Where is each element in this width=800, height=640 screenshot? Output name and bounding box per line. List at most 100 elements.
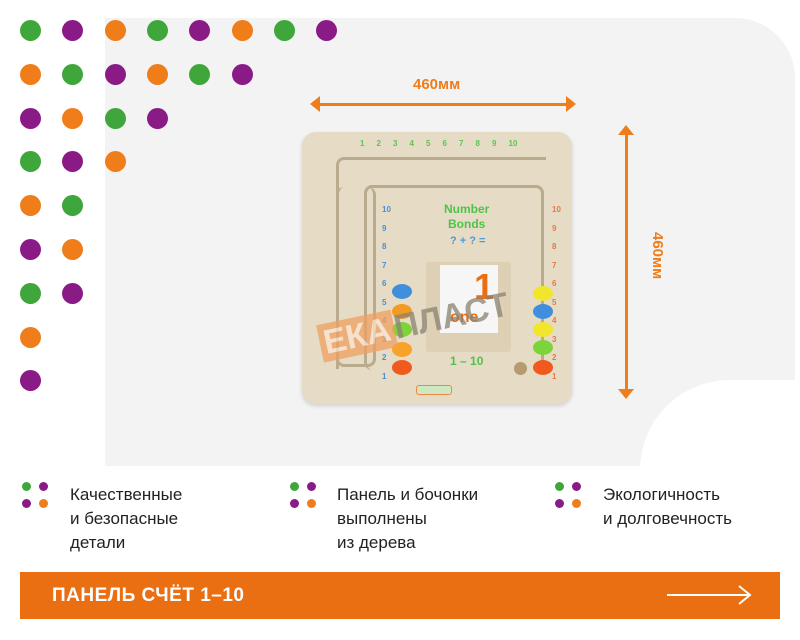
scale-number: 8	[552, 242, 557, 251]
scale-number: 6	[382, 279, 387, 288]
decorative-dot	[20, 195, 41, 217]
scale-number: 1	[552, 371, 557, 381]
feature-line: Качественные	[70, 485, 183, 504]
height-label: 460мм	[649, 232, 666, 280]
bead	[392, 322, 412, 337]
scale-number: 9	[492, 139, 497, 148]
cta-button[interactable]: ПАНЕЛЬ СЧЁТ 1–10	[20, 572, 780, 619]
decorative-dot	[20, 370, 41, 392]
decorative-dot	[62, 195, 84, 217]
scale-number: 3	[393, 139, 398, 148]
decorative-dot	[104, 63, 126, 85]
feature-line: и безопасные	[70, 509, 179, 528]
equation: ? + ? =	[450, 235, 486, 247]
card-word: one	[450, 309, 479, 326]
scale-number: 5	[382, 297, 387, 307]
feature-bullet-dot	[290, 499, 299, 508]
scale-number: 2	[552, 353, 557, 362]
width-arrow	[310, 96, 576, 112]
decorative-dot	[231, 20, 253, 41]
decorative-dot	[62, 282, 84, 304]
range-label: 1 – 10	[450, 354, 484, 368]
decorative-dot	[62, 151, 84, 173]
decorative-dot	[20, 326, 41, 348]
decorative-dot	[104, 151, 126, 173]
scale-number: 6	[552, 279, 557, 288]
feature-quality: Качественные и безопасные детали	[70, 483, 182, 555]
scale-number: 2	[382, 353, 387, 362]
decorative-dot	[189, 63, 211, 85]
decorative-dot	[231, 63, 253, 85]
decorative-dot	[104, 107, 126, 129]
scale-number: 7	[459, 139, 464, 148]
feature-line: Экологичность	[603, 485, 721, 504]
decorative-dot	[146, 107, 168, 129]
scale-number: 10	[508, 139, 518, 148]
board-title-line2: Bonds	[448, 217, 486, 231]
decorative-dot	[104, 20, 126, 41]
decorative-dot	[189, 20, 211, 41]
bead	[533, 360, 553, 375]
feature-bullet-dot	[39, 482, 48, 491]
feature-bullet-dot	[290, 482, 299, 491]
scale-number: 3	[552, 334, 557, 344]
scale-number: 5	[426, 139, 431, 148]
decorative-dot	[20, 107, 41, 129]
decorative-dot	[20, 282, 41, 304]
scale-number: 10	[552, 205, 561, 214]
bead	[392, 304, 412, 319]
scale-number: 8	[475, 139, 480, 148]
feature-bullet-dot	[555, 482, 564, 491]
bead	[392, 284, 412, 299]
scale-number: 6	[442, 139, 447, 148]
decorative-dot	[62, 20, 84, 41]
scale-number: 7	[552, 260, 557, 270]
wooden-knob	[514, 362, 527, 375]
scale-number: 9	[382, 223, 387, 233]
scale-number: 1	[382, 371, 387, 381]
decorative-dot	[146, 20, 168, 41]
decorative-dot	[20, 20, 41, 41]
feature-bullet-dot	[22, 482, 31, 491]
decorative-dot	[20, 63, 41, 85]
decorative-dot	[316, 20, 338, 41]
scale-number: 4	[552, 316, 557, 325]
brand-tag	[416, 385, 452, 395]
feature-line: детали	[70, 533, 126, 552]
decorative-dot	[62, 239, 84, 260]
feature-bullet-dot	[572, 482, 581, 491]
feature-bullet-dot	[555, 499, 564, 508]
groove-inner	[364, 185, 544, 370]
feature-line: Панель и бочонки	[337, 485, 479, 504]
card-holder: 1 one	[426, 262, 511, 352]
feature-bullet-dot	[307, 482, 316, 491]
decorative-dot	[20, 151, 41, 173]
bead	[533, 340, 553, 355]
scale-number: 7	[382, 260, 387, 270]
decorative-dot	[146, 63, 168, 85]
feature-line: из дерева	[337, 533, 416, 552]
bead	[533, 322, 553, 337]
bead	[392, 360, 412, 375]
feature-bullet-dot	[307, 499, 316, 508]
scale-number: 1	[360, 139, 365, 148]
board-title-line1: Number	[444, 202, 490, 216]
scale-number: 2	[376, 139, 381, 148]
feature-line: выполнены	[337, 509, 427, 528]
decorative-dot	[273, 20, 295, 41]
height-arrow	[618, 125, 634, 399]
feature-bullet-dot	[39, 499, 48, 508]
width-label: 460мм	[413, 76, 461, 93]
feature-eco: Экологичность и долговечность	[603, 483, 732, 531]
decorative-dot	[20, 239, 41, 260]
feature-bullet-dot	[22, 499, 31, 508]
feature-line: и долговечность	[603, 509, 732, 528]
decorative-dot	[62, 107, 84, 129]
board-title: Number Bonds	[444, 202, 489, 232]
cta-label: ПАНЕЛЬ СЧЁТ 1–10	[52, 585, 245, 606]
scale-number: 5	[552, 297, 557, 307]
scale-number: 4	[409, 139, 414, 148]
feature-bullet-dot	[572, 499, 581, 508]
scale-number: 10	[382, 205, 391, 214]
